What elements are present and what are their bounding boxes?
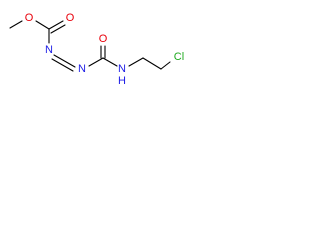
amide-hydrogen-label: H [118,75,126,87]
chemical-structure-diagram: O O N N O N H Cl [9,12,184,87]
bond-n1-n2-a [53,54,76,68]
chlorine-label: Cl [174,51,184,63]
bond-ch3-o [9,20,23,29]
bond-n1-n2-b [51,58,74,72]
bond-ch2-cl [160,61,171,70]
bond-c2-nh [102,57,118,67]
bond-c1-o-double-a [48,20,64,30]
bond-n2-c2 [88,57,104,67]
bond-c1-o-double-b [50,24,66,34]
bond-nh-ch2 [128,57,144,67]
bond-ch2-ch2 [142,57,162,70]
azo-nitrogen-2-label: N [78,63,86,75]
bond-o-c1 [35,20,50,30]
azo-nitrogen-1-label: N [45,44,53,56]
carbonyl-oxygen-left-label: O [66,12,75,24]
atom-labels: O O N N O N H Cl [25,12,184,87]
amide-nitrogen-label: N [118,63,126,75]
structure-bonds [9,20,171,72]
ester-oxygen-label: O [25,12,34,24]
carbonyl-oxygen-right-label: O [99,33,108,45]
